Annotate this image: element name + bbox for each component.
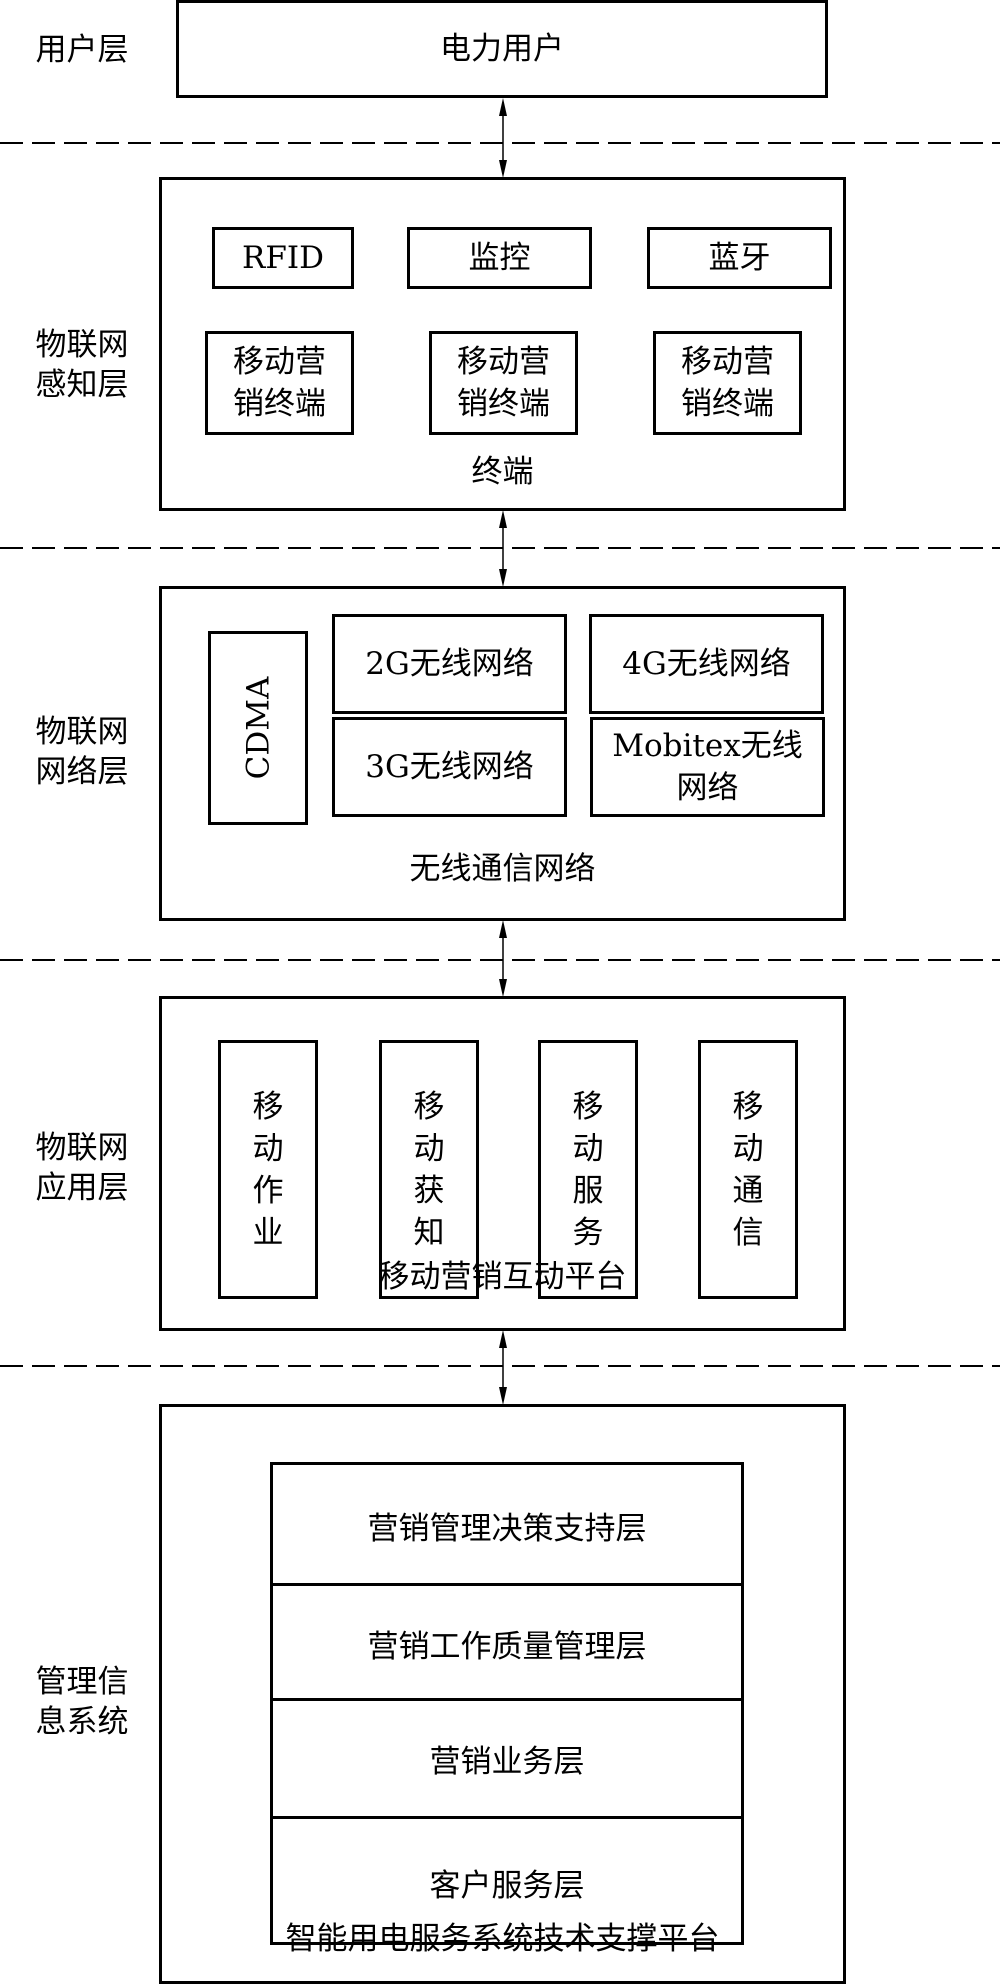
network-2g-label: 2G无线网络 — [365, 646, 534, 682]
layer-separator — [0, 1365, 1000, 1367]
bluetooth-box: 蓝牙 — [647, 227, 832, 289]
double-arrow-icon — [499, 98, 507, 178]
rfid-box: RFID — [212, 227, 354, 289]
wireless-network-caption: 无线通信网络 — [409, 851, 596, 887]
power-user-label: 电力用户 — [440, 31, 564, 67]
app-char: 业 — [252, 1214, 284, 1251]
network-2g-box: 2G无线网络 — [332, 614, 567, 714]
network-layer-label-line1: 物联网 — [35, 714, 129, 750]
app-char: 移 — [413, 1088, 445, 1125]
app-char: 服 — [572, 1172, 604, 1209]
management-layer-label-line2: 息系统 — [35, 1704, 129, 1740]
network-layer-label-line2: 网络层 — [35, 754, 129, 790]
terminal-label-line2: 销终端 — [233, 386, 326, 422]
app-char: 信 — [732, 1214, 764, 1251]
power-user-box: 电力用户 — [176, 0, 828, 98]
stack-row-label: 营销业务层 — [429, 1744, 585, 1780]
layer-separator — [0, 959, 1000, 961]
stack-row: 营销业务层 — [273, 1698, 741, 1816]
mobile-marketing-platform-container: 移 动 作 业 移 动 获 知 移 动 服 务 移 动 通 信 移动营销互动平台 — [159, 996, 846, 1331]
terminal-label-line2: 销终端 — [681, 386, 774, 422]
double-arrow-icon — [499, 920, 507, 997]
user-layer-label: 用户层 — [35, 32, 129, 68]
mobile-communication-box: 移 动 通 信 — [698, 1040, 798, 1299]
wireless-network-container: CDMA 2G无线网络 4G无线网络 3G无线网络 Mobitex无线 网络 无… — [159, 586, 846, 921]
management-layer-label-line1: 管理信 — [35, 1664, 129, 1700]
rfid-label: RFID — [242, 240, 324, 276]
technical-support-platform-container: 营销管理决策支持层 营销工作质量管理层 营销业务层 客户服务层 智能用电服务系统… — [159, 1404, 846, 1984]
layer-separator — [0, 142, 1000, 144]
cdma-box: CDMA — [208, 631, 308, 825]
app-char: 动 — [572, 1130, 604, 1167]
stack-row: 营销工作质量管理层 — [273, 1583, 741, 1701]
app-char: 作 — [252, 1172, 284, 1209]
management-layer-label: 管理信 息系统 — [17, 1662, 147, 1742]
perception-layer-label-line1: 物联网 — [35, 327, 129, 363]
application-layer-label-line2: 应用层 — [35, 1170, 129, 1206]
app-char: 移 — [252, 1088, 284, 1125]
network-3g-label: 3G无线网络 — [365, 749, 534, 785]
app-char: 动 — [252, 1130, 284, 1167]
cdma-label: CDMA — [240, 676, 277, 780]
app-char: 知 — [413, 1214, 445, 1251]
stack-row: 营销管理决策支持层 — [273, 1465, 741, 1586]
layer-stack: 营销管理决策支持层 营销工作质量管理层 营销业务层 客户服务层 — [270, 1462, 744, 1945]
stack-row: 客户服务层 — [273, 1816, 741, 1946]
terminal-label-line2: 销终端 — [457, 386, 550, 422]
terminal-label-line1: 移动营 — [233, 344, 326, 380]
stack-row-label: 营销工作质量管理层 — [367, 1629, 647, 1665]
network-layer-label: 物联网 网络层 — [17, 712, 147, 792]
network-mobitex-box: Mobitex无线 网络 — [590, 717, 825, 817]
terminal-label-line1: 移动营 — [681, 344, 774, 380]
mobitex-label-line2: 网络 — [676, 770, 739, 806]
bluetooth-label: 蓝牙 — [708, 240, 771, 276]
mobile-marketing-terminal-2: 移动营 销终端 — [429, 331, 578, 435]
stack-row-label: 营销管理决策支持层 — [367, 1511, 647, 1547]
double-arrow-icon — [499, 1330, 507, 1405]
application-layer-label: 物联网 应用层 — [17, 1128, 147, 1208]
platform-caption: 移动营销互动平台 — [378, 1259, 627, 1295]
mobitex-label-line1: Mobitex无线 — [612, 728, 803, 764]
terminal-label-line1: 移动营 — [457, 344, 550, 380]
mobile-marketing-terminal-1: 移动营 销终端 — [205, 331, 354, 435]
app-char: 移 — [572, 1088, 604, 1125]
mobile-marketing-terminal-3: 移动营 销终端 — [653, 331, 802, 435]
monitoring-box: 监控 — [407, 227, 592, 289]
app-char: 动 — [732, 1130, 764, 1167]
app-char: 务 — [572, 1214, 604, 1251]
app-char: 移 — [732, 1088, 764, 1125]
perception-layer-label: 物联网 感知层 — [17, 325, 147, 405]
perception-layer-label-line2: 感知层 — [35, 367, 129, 403]
layer-separator — [0, 547, 1000, 549]
application-layer-label-line1: 物联网 — [35, 1130, 129, 1166]
double-arrow-icon — [499, 510, 507, 587]
stack-row-label: 客户服务层 — [429, 1868, 585, 1904]
terminal-caption: 终端 — [471, 454, 534, 490]
app-char: 获 — [413, 1172, 445, 1209]
mobile-operation-box: 移 动 作 业 — [218, 1040, 318, 1299]
app-char: 通 — [732, 1172, 764, 1209]
network-4g-box: 4G无线网络 — [589, 614, 824, 714]
app-char: 动 — [413, 1130, 445, 1167]
terminal-container: RFID 监控 蓝牙 移动营 销终端 移动营 销终端 移动营 销终端 终端 — [159, 177, 846, 511]
monitoring-label: 监控 — [468, 240, 531, 276]
mobile-awareness-box: 移 动 获 知 — [379, 1040, 479, 1299]
mobile-service-box: 移 动 服 务 — [538, 1040, 638, 1299]
support-platform-caption: 智能用电服务系统技术支撑平台 — [285, 1921, 720, 1957]
network-4g-label: 4G无线网络 — [622, 646, 791, 682]
network-3g-box: 3G无线网络 — [332, 717, 567, 817]
